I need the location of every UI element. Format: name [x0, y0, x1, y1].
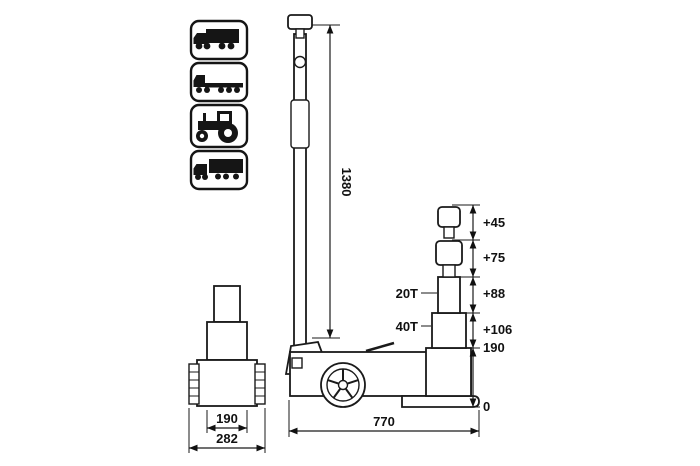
trailer-wheels-icon [195, 173, 239, 180]
truck-cab-icon [193, 33, 206, 44]
truck-cargo-box-icon [206, 29, 239, 43]
dim-min-height: 190 [483, 340, 505, 355]
handle-pivot [293, 55, 307, 69]
front-ram [206, 321, 248, 361]
handle-shaft [293, 33, 307, 347]
tractor-hood-icon [198, 121, 224, 130]
dimensions: 1380 770 190 282 +45 [188, 24, 512, 453]
handle-sleeve [290, 99, 310, 149]
front-right-wheel [254, 363, 266, 405]
dim-ext-106: +106 [483, 322, 512, 337]
vehicle-icons-panel [189, 19, 249, 191]
capacity-label-20t: 20T [396, 286, 418, 301]
trailer-box-icon [209, 159, 243, 173]
air-connector [291, 357, 303, 369]
release-lever [365, 341, 395, 353]
dim-length: 770 [373, 414, 395, 429]
handle-grip [287, 14, 313, 30]
dim-ext-75: +75 [483, 250, 505, 265]
vehicle-icon-box-truck [189, 19, 249, 61]
trailer-cab-icon [193, 164, 207, 175]
extension-adapter-75 [435, 240, 463, 278]
ram-40t [431, 312, 467, 349]
tractor-front-hub-icon [199, 133, 205, 139]
dim-overall-height: 1380 [339, 168, 354, 197]
dim-ext-88: +88 [483, 286, 505, 301]
tractor-exhaust-icon [203, 113, 206, 121]
flatbed-wheels-icon [196, 87, 240, 93]
wheel [320, 362, 366, 408]
flatbed-cab-icon [193, 75, 205, 87]
wheel-hub [337, 379, 349, 391]
handle-neck [295, 28, 305, 39]
jack-front-view [188, 285, 266, 407]
truck-wheels-icon [195, 42, 235, 50]
dim-inner-width: 190 [216, 411, 238, 426]
dim-ext-45: +45 [483, 215, 505, 230]
dim-ground-zero: 0 [483, 399, 490, 414]
vehicle-icon-trailer-truck [189, 149, 249, 191]
tractor-window-icon [220, 114, 229, 121]
ram-20t [437, 276, 461, 314]
extension-adapter-45 [437, 206, 461, 239]
jack-side-view [284, 14, 480, 408]
front-saddle [213, 285, 241, 323]
flatbed-bed-icon [205, 83, 243, 88]
capacity-label-40t: 40T [396, 319, 418, 334]
dim-outer-width: 282 [216, 431, 238, 446]
tractor-rear-hub-icon [224, 129, 232, 137]
lift-cylinder [425, 347, 472, 397]
vehicle-icon-tractor [189, 103, 249, 149]
front-left-wheel [188, 363, 200, 405]
front-body [196, 359, 258, 407]
vehicle-icon-flatbed-truck [189, 61, 249, 103]
base-plate [401, 395, 480, 408]
